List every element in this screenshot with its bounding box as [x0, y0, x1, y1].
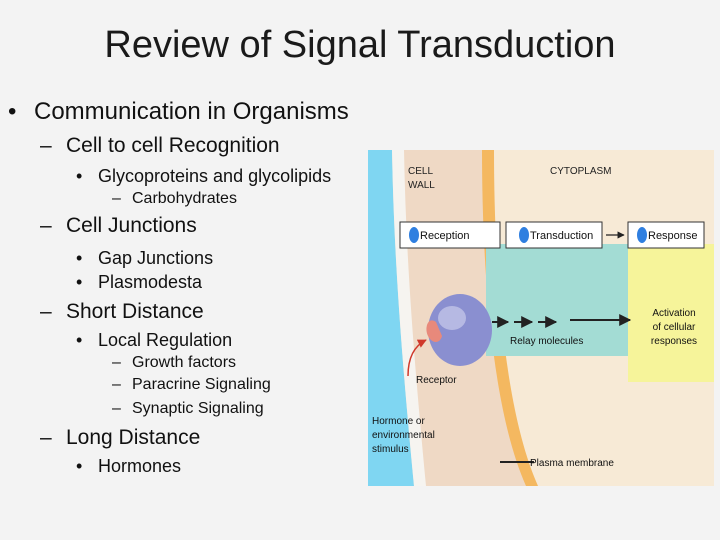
outline-item: • Communication in Organisms — [8, 98, 349, 126]
outline-text: Gap Junctions — [98, 248, 214, 268]
outline-item: –Growth factors — [112, 354, 236, 372]
outline-text: Cell to cell Recognition — [66, 134, 280, 157]
bullet-marker: – — [40, 426, 52, 449]
outline-text: Local Regulation — [98, 330, 233, 350]
response-label: Response — [648, 230, 698, 242]
cell-wall-label-line1: CELL — [408, 166, 433, 177]
bullet-marker: • — [76, 456, 83, 476]
transduction-box — [505, 221, 603, 249]
bullet-marker: – — [40, 214, 52, 237]
transduction-marker — [519, 227, 529, 243]
outline-text: Hormones — [98, 456, 182, 476]
ligand-shape — [426, 320, 442, 342]
relay-region — [486, 244, 628, 356]
response-marker — [637, 227, 647, 243]
slide-title: Review of Signal Transduction — [104, 24, 616, 66]
cytoplasm-label: CYTOPLASM — [550, 166, 612, 177]
bullet-marker: – — [40, 300, 52, 323]
receptor-label: Receptor — [416, 375, 457, 386]
bullet-marker: • — [8, 98, 17, 125]
figure-svg: CELL WALL CYTOPLASM Reception Transducti… — [368, 150, 714, 486]
bullet-marker: • — [76, 330, 83, 350]
outline-item: • Hormones — [76, 456, 181, 477]
outline-item: –Long Distance — [40, 426, 200, 450]
reception-marker — [409, 227, 419, 243]
stimulus-arrow — [407, 339, 427, 377]
outline-item: –Synaptic Signaling — [112, 400, 264, 418]
outline-item: –Paracrine Signaling — [112, 376, 271, 394]
outline-text: Growth factors — [132, 354, 237, 371]
outline-text: Carbohydrates — [132, 190, 237, 207]
outline-text: Cell Junctions — [66, 214, 197, 237]
outline-text: Synaptic Signaling — [132, 400, 264, 417]
signal-transduction-figure: CELL WALL CYTOPLASM Reception Transducti… — [368, 150, 714, 486]
outline-text: Communication in Organisms — [34, 98, 349, 125]
outline-item: • Glycoproteins and glycolipids — [76, 166, 331, 187]
outline-item: –Cell to cell Recognition — [40, 134, 280, 158]
receptor-highlight — [438, 306, 466, 330]
cell-wall-label-line2: WALL — [408, 180, 435, 191]
stimulus-label-line1: Hormone or — [372, 416, 425, 427]
bullet-marker: – — [40, 134, 52, 157]
response-label-line2: of cellular — [653, 322, 696, 333]
outline-item: • Plasmodesta — [76, 272, 202, 293]
outline-text: Glycoproteins and glycolipids — [98, 166, 332, 186]
bullet-marker: • — [76, 272, 83, 292]
stimulus-label-line3: stimulus — [372, 444, 409, 455]
outline-text: Long Distance — [66, 426, 201, 449]
bullet-marker: • — [76, 166, 83, 186]
relay-label: Relay molecules — [510, 336, 583, 347]
outline-item: –Carbohydrates — [112, 190, 237, 208]
membrane-label: Plasma membrane — [530, 458, 614, 469]
response-label-line3: responses — [651, 336, 697, 347]
outline-text: Paracrine Signaling — [132, 376, 271, 393]
response-label-line1: Activation — [652, 308, 695, 319]
bullet-marker: • — [76, 248, 83, 268]
outline-text: Plasmodesta — [98, 272, 203, 292]
cell-wall-region — [368, 150, 414, 486]
outline-item: • Gap Junctions — [76, 248, 213, 269]
bullet-marker: – — [112, 400, 121, 417]
bullet-marker: – — [112, 354, 121, 371]
outline-item: –Cell Junctions — [40, 214, 197, 238]
bullet-marker: – — [112, 376, 121, 393]
response-region — [628, 244, 714, 382]
outline-item: • Local Regulation — [76, 330, 232, 351]
transduction-label: Transduction — [530, 230, 593, 242]
outline-item: –Short Distance — [40, 300, 204, 324]
outline-text: Short Distance — [66, 300, 204, 323]
reception-label: Reception — [420, 230, 470, 242]
stimulus-label-line2: environmental — [372, 430, 435, 441]
bullet-marker: – — [112, 190, 121, 207]
